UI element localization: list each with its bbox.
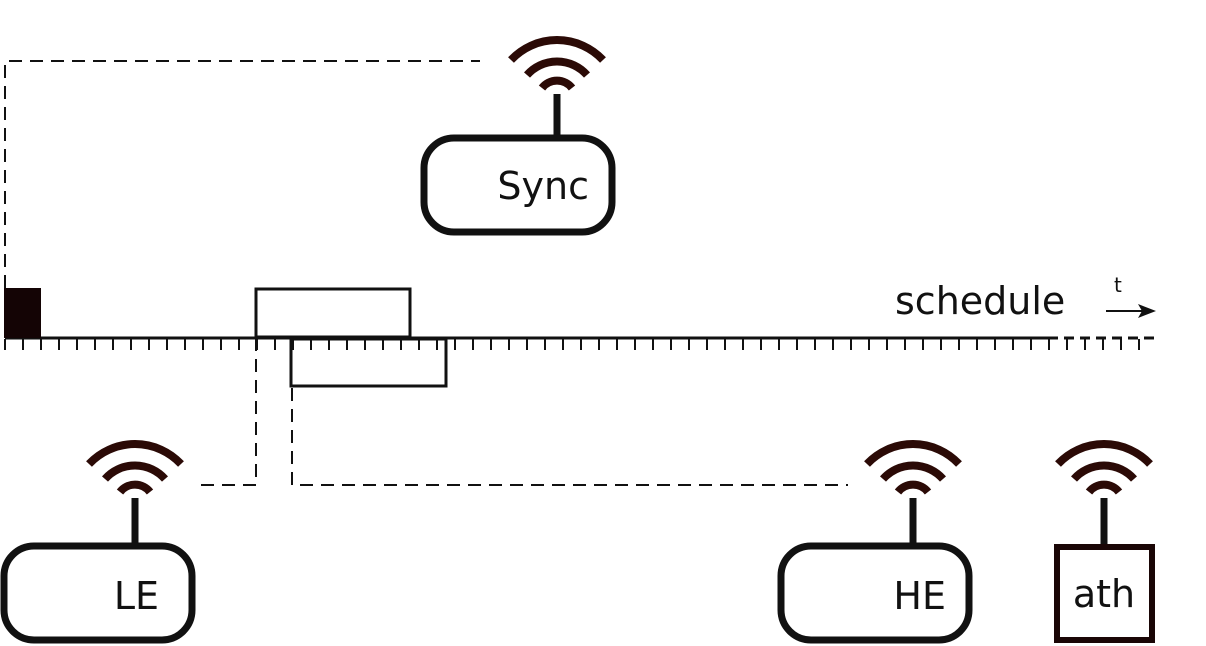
he-slot-box bbox=[289, 337, 448, 388]
ath-device-label: ath bbox=[1073, 572, 1135, 616]
he-device: HE bbox=[777, 440, 973, 644]
he-connector-line bbox=[291, 388, 848, 486]
he-antenna-icon bbox=[864, 440, 962, 546]
le-device-label: LE bbox=[114, 574, 159, 618]
sync-device: Sync bbox=[420, 36, 616, 236]
le-antenna-icon bbox=[86, 440, 184, 546]
sync-device-box bbox=[420, 134, 616, 236]
ath-device: ath bbox=[1054, 440, 1155, 643]
timeline-ticks bbox=[4, 339, 1140, 350]
schedule-label: schedule bbox=[895, 279, 1065, 323]
ath-device-box bbox=[1054, 544, 1155, 643]
schedule-timeline bbox=[4, 336, 1158, 350]
le-slot-box bbox=[254, 287, 412, 339]
he-device-label: HE bbox=[893, 574, 946, 618]
le-device-box bbox=[0, 542, 196, 644]
sync-connector-line bbox=[4, 60, 480, 288]
le-device: LE bbox=[0, 440, 196, 644]
time-label: t bbox=[1114, 273, 1122, 297]
time-arrow: t bbox=[1106, 273, 1156, 318]
le-connector-line bbox=[196, 338, 257, 486]
he-device-box bbox=[777, 542, 973, 644]
ath-antenna-icon bbox=[1055, 440, 1153, 546]
sync-slot-block bbox=[4, 288, 41, 338]
sync-device-label: Sync bbox=[497, 164, 589, 208]
sync-antenna-icon bbox=[508, 36, 606, 138]
